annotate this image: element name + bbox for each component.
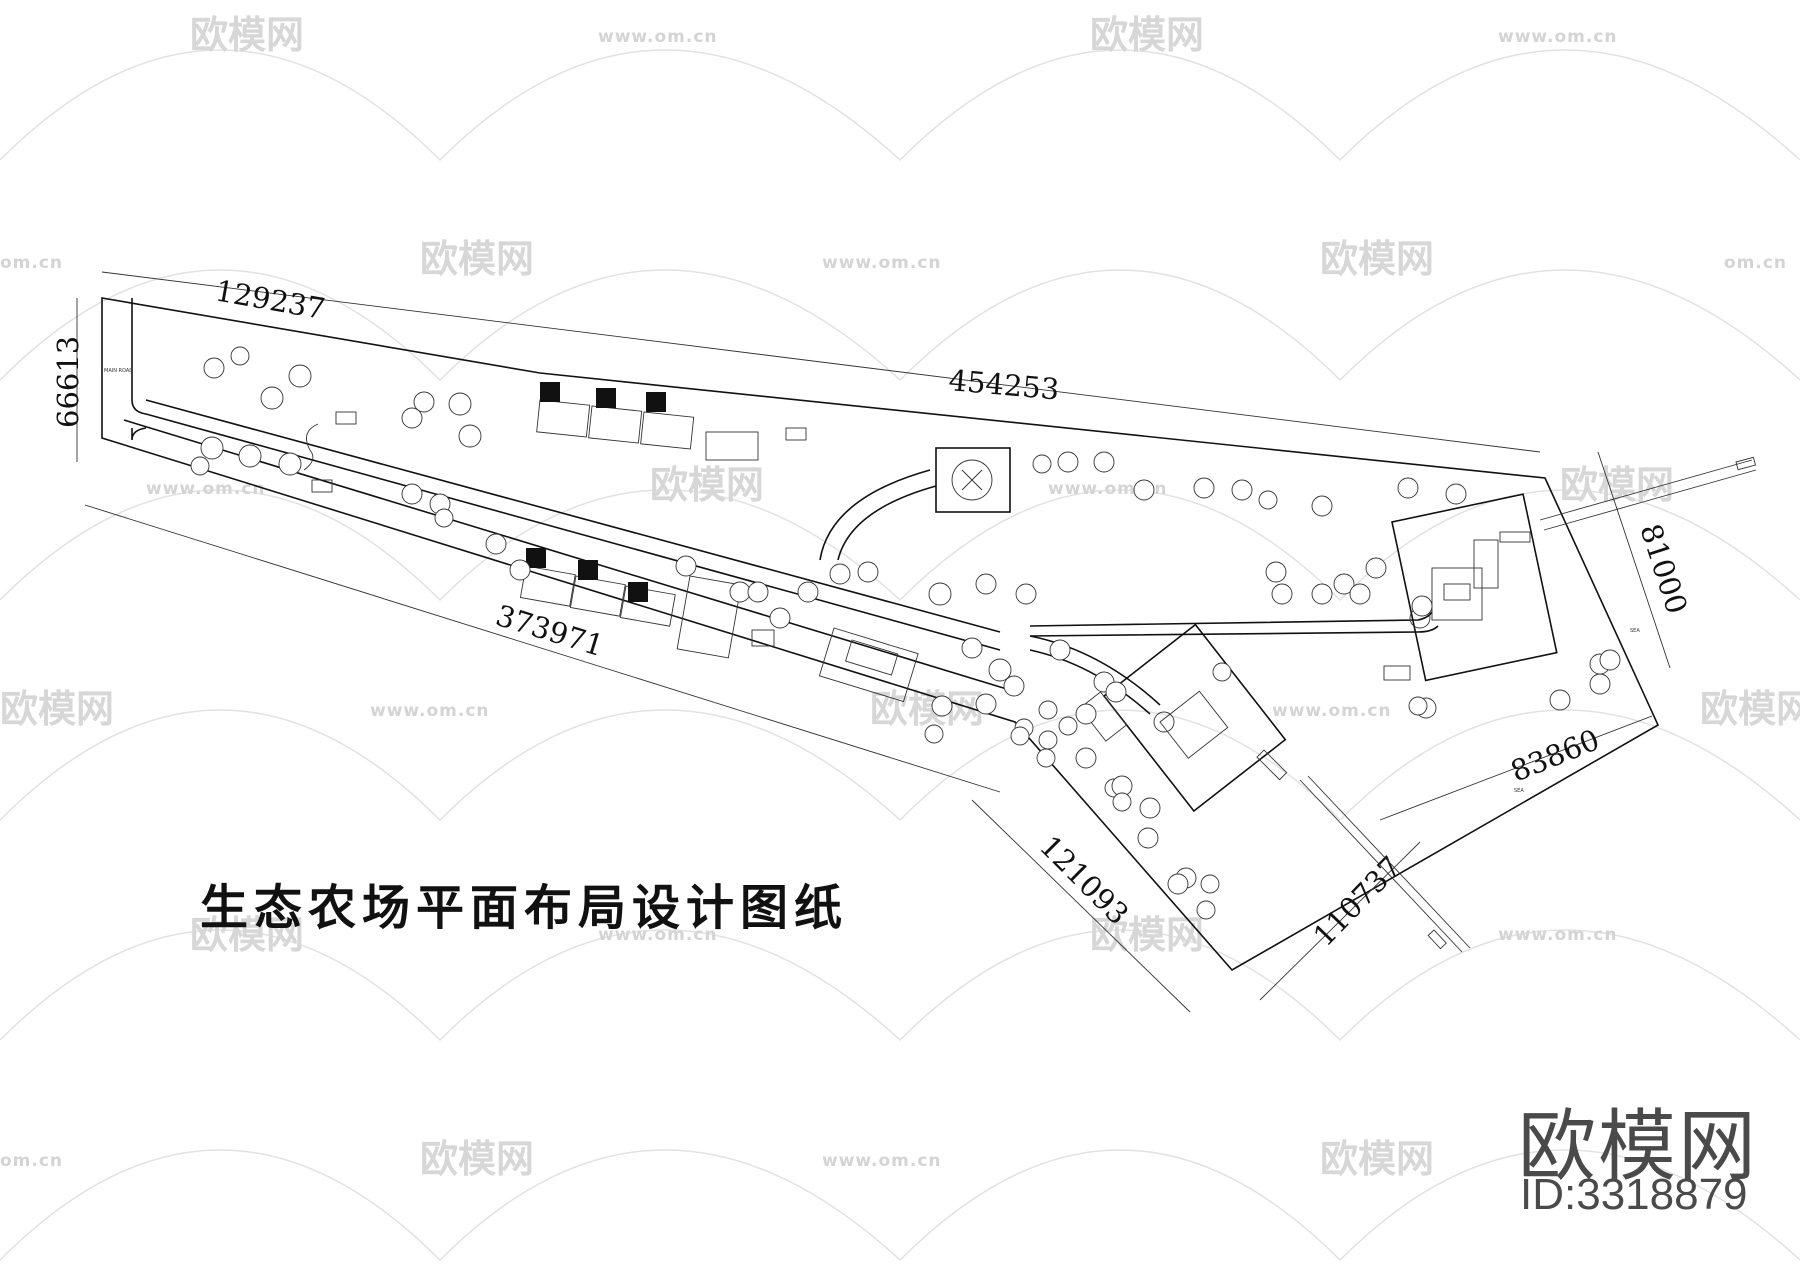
watermark-logo: 欧模网 (1090, 913, 1204, 957)
watermark-logo: 欧模网 (420, 237, 534, 281)
parking-blocks (303, 411, 357, 493)
watermark-url: www.om.cn (1498, 27, 1618, 47)
watermark-url: www.om.cn (822, 1151, 942, 1171)
brand-id: ID:3318879 (1520, 1170, 1748, 1219)
watermark-url: www.om.cn (370, 701, 490, 721)
watermark-logo: 欧模网 (1320, 1137, 1434, 1181)
sea-label-south: SEA (1514, 788, 1524, 794)
watermark-url: www.om.cn (1272, 701, 1392, 721)
watermark-arcs (0, 49, 1800, 1262)
watermark-url: om.cn (0, 253, 63, 273)
dimension-bottom-right: 110737 (1307, 850, 1408, 953)
watermark-logo: 欧模网 (650, 463, 764, 507)
watermark-url: www.om.cn (598, 27, 718, 47)
watermark-url: www.om.cn (146, 479, 266, 499)
dimension-bottom-left: 373971 (492, 598, 608, 663)
watermark-url: www.om.cn (822, 253, 942, 273)
watermark-url: om.cn (1724, 253, 1787, 273)
watermark-logo: 欧模网 (420, 1137, 534, 1181)
dimension-top-right: 454253 (947, 363, 1060, 407)
branch-roads (819, 469, 1439, 715)
watermarks: 欧模网 www.om.cn 欧模网 www.om.cn om.cn 欧模网 ww… (0, 13, 1800, 1181)
brand-logo: 欧模网 (1518, 1102, 1759, 1192)
sea-label-east: SEA (1630, 628, 1640, 634)
watermark-url: om.cn (0, 1151, 63, 1171)
watermark-logo: 欧模网 (1700, 687, 1800, 731)
greenhouse-cluster-lower (519, 548, 919, 703)
dimension-lines (76, 271, 1671, 1013)
watermark-logo: 欧模网 (190, 13, 304, 57)
watermark-url: www.om.cn (598, 925, 718, 945)
dimension-right-lower: 83860 (1506, 722, 1604, 788)
dimension-top-left: 129237 (213, 273, 328, 326)
dimension-bottom-mid: 121093 (1033, 829, 1135, 931)
dimension-right-upper: 81000 (1633, 520, 1694, 618)
watermark-logo: 欧模网 (1090, 13, 1204, 57)
drawing-title: 生态农场平面布局设计图纸 (200, 880, 849, 936)
watermark-logo: 欧模网 (870, 687, 984, 731)
watermark-url: www.om.cn (1498, 925, 1618, 945)
site-boundary (101, 297, 1660, 972)
south-complex (1079, 623, 1288, 813)
east-complex (1383, 493, 1558, 682)
central-plaza (935, 447, 1011, 513)
watermark-logo: 欧模网 (0, 687, 114, 731)
dimension-left: 66613 (51, 336, 85, 428)
watermark-logo: 欧模网 (190, 913, 304, 957)
watermark-logo: 欧模网 (1320, 237, 1434, 281)
main-road (123, 298, 1011, 691)
road-label: MAIN ROAD (104, 368, 133, 374)
trees (190, 346, 1621, 920)
watermark-logo: 欧模网 (1560, 463, 1674, 507)
greenhouse-cluster-upper (536, 382, 807, 461)
pier-south (1299, 775, 1471, 953)
pier-east (1539, 456, 1757, 531)
